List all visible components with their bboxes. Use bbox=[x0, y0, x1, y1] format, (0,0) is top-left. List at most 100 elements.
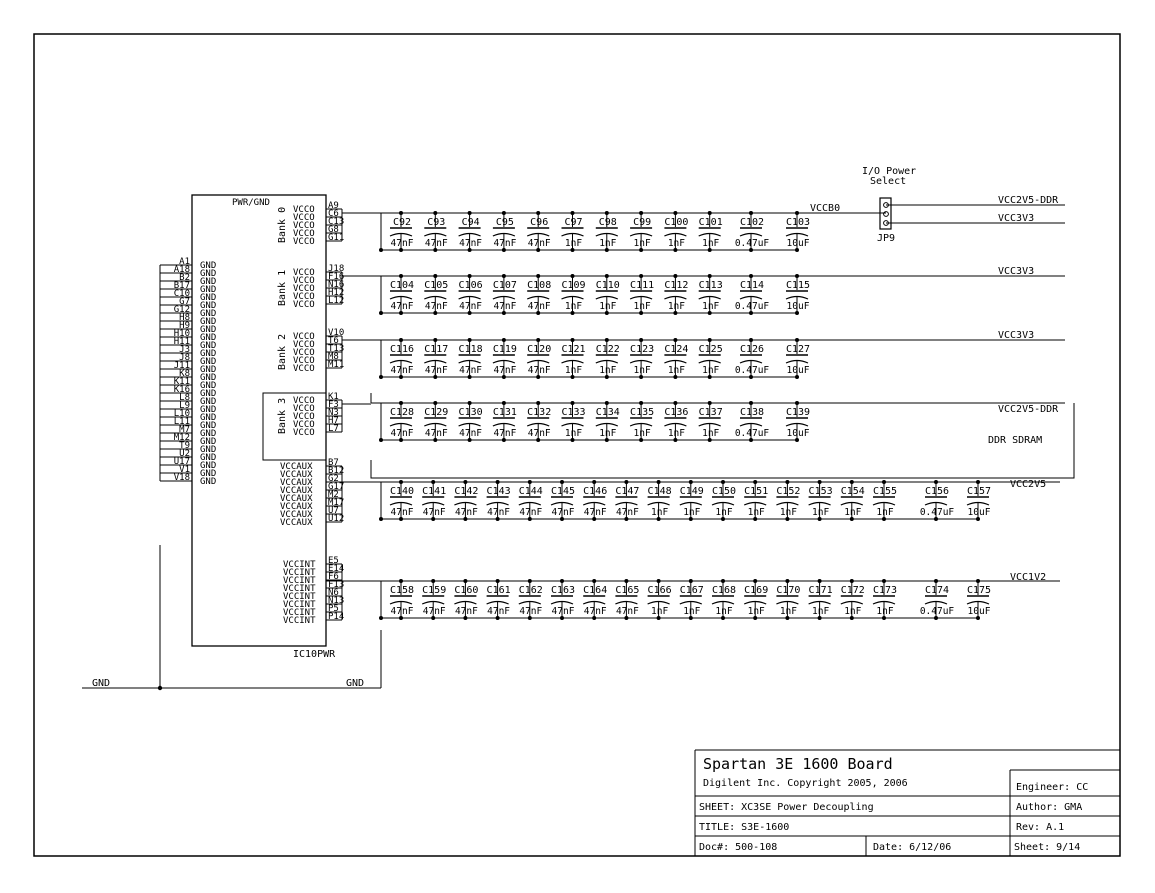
junction-dot bbox=[934, 616, 938, 620]
ic-gnd-label: GND bbox=[200, 373, 216, 383]
title-block-title: Spartan 3E 1600 Board bbox=[703, 755, 893, 773]
junction-dot bbox=[656, 616, 661, 620]
junction-dot bbox=[795, 438, 799, 442]
ddr-sdram-label: DDR SDRAM bbox=[988, 435, 1042, 446]
ic-vccaux-pin: B12 bbox=[328, 466, 344, 476]
capacitor-value: 10uF bbox=[787, 301, 810, 312]
capacitor-value: 47nF bbox=[455, 606, 478, 617]
bank-label: Bank 2 bbox=[277, 334, 288, 370]
ic-gnd-pin: H9 bbox=[179, 321, 190, 331]
net-label-vccaux: VCC2V5 bbox=[1010, 479, 1046, 490]
capacitor-value: 47nF bbox=[391, 507, 414, 518]
ic-vcco-pin: G11 bbox=[328, 233, 344, 243]
ic-gnd-label: GND bbox=[200, 453, 216, 463]
junction-dot bbox=[433, 438, 438, 442]
bank-label: Bank 3 bbox=[277, 398, 288, 434]
junction-dot bbox=[673, 438, 678, 442]
ic-gnd-pin: G12 bbox=[174, 305, 190, 315]
net-label-gnd-right: GND bbox=[346, 678, 364, 689]
ic-gnd-label: GND bbox=[200, 301, 216, 311]
ic-gnd-pin: M12 bbox=[174, 433, 190, 443]
junction-dot bbox=[527, 517, 532, 521]
capacitor-value: 47nF bbox=[528, 301, 551, 312]
net-label-bank2: VCC3V3 bbox=[998, 330, 1034, 341]
ic-vcco-pin: J18 bbox=[328, 264, 344, 274]
ic-gnd-pin: J8 bbox=[179, 353, 190, 363]
capacitor-value: 1nF bbox=[683, 507, 700, 518]
ic-title: PWR/GND bbox=[232, 198, 270, 208]
ic-vccint-label: VCCINT bbox=[283, 592, 316, 602]
ic-gnd-pin: L8 bbox=[179, 393, 190, 403]
capacitor-ref: C158 bbox=[390, 585, 414, 596]
jumper-title-1: I/O Power bbox=[862, 166, 916, 177]
ic-gnd-label: GND bbox=[200, 405, 216, 415]
junction-dot bbox=[753, 616, 758, 620]
ic-gnd-pin: A1 bbox=[179, 257, 190, 267]
ic-vcco-pin: K1 bbox=[328, 392, 339, 402]
junction-dot bbox=[749, 311, 753, 315]
ic-vccint-label: VCCINT bbox=[283, 608, 316, 618]
capacitor-value: 1nF bbox=[812, 507, 829, 518]
junction-dot bbox=[379, 311, 383, 315]
capacitor-value: 47nF bbox=[519, 606, 542, 617]
ic-vcco-pin: N3 bbox=[328, 408, 339, 418]
capacitor-value: 47nF bbox=[425, 238, 448, 249]
junction-dot bbox=[379, 438, 383, 442]
capacitor-value: 47nF bbox=[425, 301, 448, 312]
capacitor-ref: C168 bbox=[712, 585, 736, 596]
sheet-border bbox=[33, 33, 1121, 857]
ic-gnd-label: GND bbox=[200, 477, 216, 487]
capacitor-ref: C173 bbox=[873, 585, 897, 596]
ic-vcco-label: VCCO bbox=[293, 356, 315, 366]
ic-gnd-label: GND bbox=[200, 309, 216, 319]
junction-dot bbox=[399, 438, 403, 442]
capacitor-ref: C162 bbox=[519, 585, 543, 596]
junction-dot bbox=[463, 616, 468, 620]
junction-dot bbox=[399, 616, 403, 620]
capacitor-row: C10447nFC10547nFC10647nFC10747nFC10847nF… bbox=[379, 274, 810, 315]
capacitor-ref: C159 bbox=[422, 585, 446, 596]
capacitor-ref: C120 bbox=[527, 344, 551, 355]
capacitor-value: 1nF bbox=[651, 606, 668, 617]
capacitor-value: 1nF bbox=[599, 365, 616, 376]
ic-vccaux-label: VCCAUX bbox=[280, 478, 313, 488]
capacitor-value: 47nF bbox=[487, 507, 510, 518]
ic-vcco-pin: F16 bbox=[328, 272, 344, 282]
capacitor-value: 47nF bbox=[459, 301, 482, 312]
title-block-author: Author: GMA bbox=[1016, 802, 1082, 813]
capacitor-value: 1nF bbox=[780, 606, 797, 617]
junction-dot bbox=[570, 248, 575, 252]
ic-vcco-label: VCCO bbox=[293, 340, 315, 350]
ic-gnd-label: GND bbox=[200, 269, 216, 279]
junction-dot bbox=[817, 616, 822, 620]
ic-gnd-pin: T9 bbox=[179, 441, 190, 451]
title-block bbox=[694, 749, 1120, 856]
ic-vccaux-label: VCCAUX bbox=[280, 494, 313, 504]
ic-vcco-label: VCCO bbox=[293, 428, 315, 438]
capacitor-ref: C105 bbox=[424, 280, 448, 291]
junction-dot bbox=[656, 517, 661, 521]
gnd-junction bbox=[157, 685, 163, 691]
capacitor-value: 47nF bbox=[459, 365, 482, 376]
net-label-jp-out1: VCC2V5-DDR bbox=[998, 195, 1059, 206]
ic-vcco-pin: T13 bbox=[328, 344, 344, 354]
capacitor-ref: C122 bbox=[596, 344, 620, 355]
jumper-jp9 bbox=[879, 197, 892, 230]
capacitor-ref: C165 bbox=[615, 585, 639, 596]
capacitor-ref: C145 bbox=[551, 486, 575, 497]
capacitor-ref: C139 bbox=[786, 407, 810, 418]
capacitor-ref: C141 bbox=[422, 486, 446, 497]
title-block-title-line: TITLE: S3E-1600 bbox=[699, 822, 789, 833]
junction-dot bbox=[604, 248, 609, 252]
ic-gnd-label: GND bbox=[200, 261, 216, 271]
junction-dot bbox=[527, 616, 532, 620]
capacitor-value: 47nF bbox=[616, 606, 639, 617]
ic-vccaux-label: VCCAUX bbox=[280, 502, 313, 512]
ic-vcco-label: VCCO bbox=[293, 300, 315, 310]
ic-vcco-label: VCCO bbox=[293, 404, 315, 414]
ic-gnd-label: GND bbox=[200, 277, 216, 287]
junction-dot bbox=[721, 616, 725, 620]
capacitor-value: 1nF bbox=[599, 238, 616, 249]
ic-gnd-pin: M7 bbox=[179, 425, 190, 435]
ic-vcco-pin: V10 bbox=[328, 328, 344, 338]
